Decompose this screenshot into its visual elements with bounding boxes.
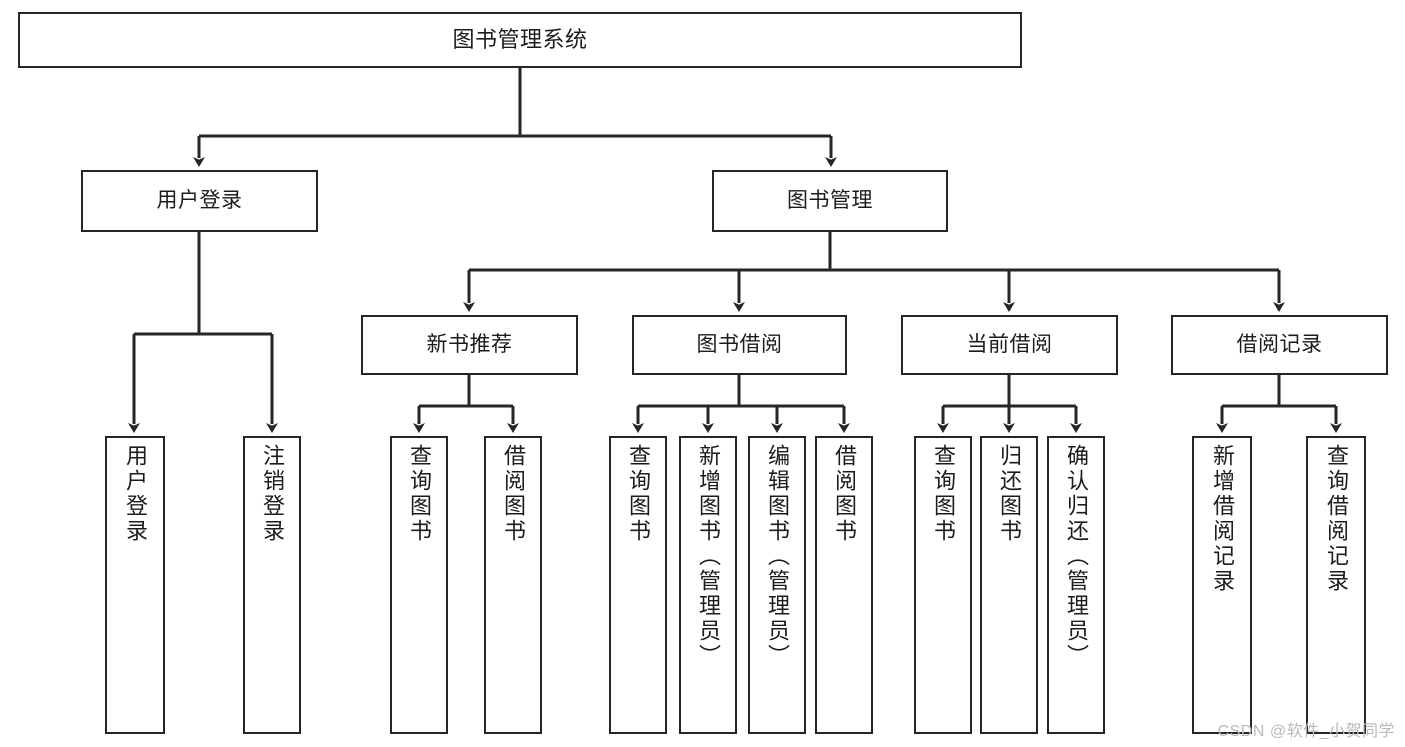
node-current-borrow[interactable]: 当前借阅 [901, 315, 1118, 375]
leaf-query-book-current-label: 查询图书 [931, 444, 956, 544]
leaf-user-login-label: 用户登录 [123, 444, 148, 544]
leaf-edit-book-admin-label: 编辑图书（管理员） [765, 444, 790, 669]
leaf-borrow-book-recommend-label: 借阅图书 [501, 444, 526, 544]
node-book-management-label: 图书管理 [787, 188, 873, 212]
leaf-confirm-return-admin[interactable]: 确认归还（管理员） [1047, 436, 1105, 734]
node-user-login[interactable]: 用户登录 [81, 170, 318, 232]
leaf-user-login[interactable]: 用户登录 [105, 436, 165, 734]
leaf-return-book[interactable]: 归还图书 [980, 436, 1038, 734]
node-current-borrow-label: 当前借阅 [966, 332, 1053, 356]
leaf-query-book-current[interactable]: 查询图书 [914, 436, 972, 734]
node-book-borrow[interactable]: 图书借阅 [632, 315, 847, 375]
node-book-borrow-label: 图书借阅 [696, 332, 783, 356]
leaf-query-book-recommend[interactable]: 查询图书 [390, 436, 448, 734]
leaf-logout-label: 注销登录 [260, 444, 285, 544]
leaf-edit-book-admin[interactable]: 编辑图书（管理员） [748, 436, 806, 734]
leaf-query-book-borrow-label: 查询图书 [626, 444, 651, 544]
node-book-management[interactable]: 图书管理 [712, 170, 948, 232]
node-root-label: 图书管理系统 [452, 27, 588, 53]
node-new-book-recommend-label: 新书推荐 [426, 332, 513, 356]
node-root[interactable]: 图书管理系统 [18, 12, 1022, 68]
leaf-query-borrow-record-label: 查询借阅记录 [1324, 444, 1349, 594]
leaf-query-borrow-record[interactable]: 查询借阅记录 [1306, 436, 1366, 734]
leaf-confirm-return-admin-label: 确认归还（管理员） [1064, 444, 1089, 669]
leaf-add-borrow-record[interactable]: 新增借阅记录 [1192, 436, 1252, 734]
leaf-add-borrow-record-label: 新增借阅记录 [1210, 444, 1235, 594]
node-user-login-label: 用户登录 [156, 188, 243, 212]
leaf-query-book-recommend-label: 查询图书 [407, 444, 432, 544]
leaf-query-book-borrow[interactable]: 查询图书 [609, 436, 667, 734]
leaf-borrow-book-recommend[interactable]: 借阅图书 [484, 436, 542, 734]
leaf-borrow-book[interactable]: 借阅图书 [815, 436, 873, 734]
leaf-add-book-admin-label: 新增图书（管理员） [696, 444, 721, 669]
node-new-book-recommend[interactable]: 新书推荐 [361, 315, 578, 375]
node-borrow-record[interactable]: 借阅记录 [1171, 315, 1388, 375]
leaf-borrow-book-label: 借阅图书 [832, 444, 857, 544]
leaf-logout[interactable]: 注销登录 [243, 436, 301, 734]
leaf-return-book-label: 归还图书 [997, 444, 1022, 544]
node-borrow-record-label: 借阅记录 [1236, 332, 1323, 356]
leaf-add-book-admin[interactable]: 新增图书（管理员） [679, 436, 737, 734]
